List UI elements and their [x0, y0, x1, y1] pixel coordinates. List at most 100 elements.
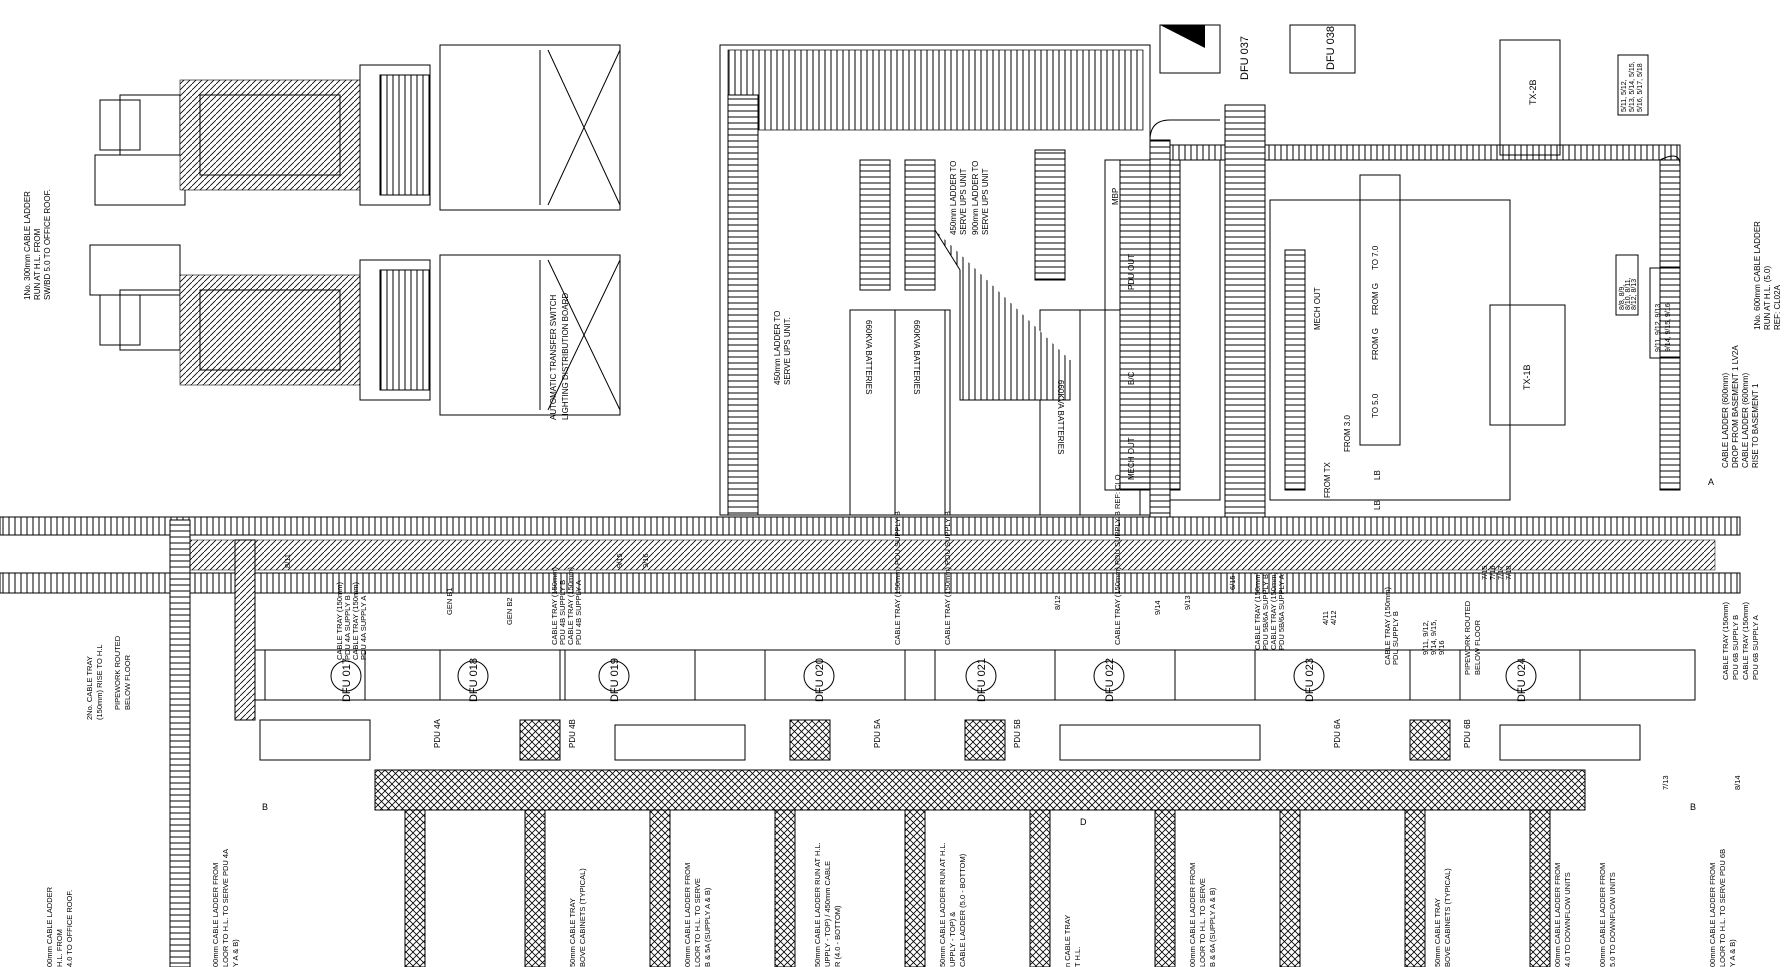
svg-text:00mm CABLE LADDER FROM: 00mm CABLE LADDER FROM [683, 863, 692, 967]
svg-text:50mm CABLE TRAY: 50mm CABLE TRAY [1433, 898, 1442, 967]
svg-text:5/13, 5/14, 5/15,: 5/13, 5/14, 5/15, [1629, 61, 1636, 112]
svg-text:7/16: 7/16 [1488, 565, 1497, 580]
svg-text:5/11, 5/12,: 5/11, 5/12, [1621, 79, 1628, 112]
svg-text:9/14: 9/14 [1153, 600, 1162, 615]
dfu-017-label: DFU 017 [341, 658, 353, 702]
svg-text:50mm CABLE LADDER RUN AT H.L.: 50mm CABLE LADDER RUN AT H.L. [938, 842, 947, 967]
svg-text:2No. CABLE TRAY: 2No. CABLE TRAY [85, 656, 94, 720]
svg-text:FROM TX: FROM TX [1323, 461, 1332, 498]
svg-text:PDU 4A: PDU 4A [433, 718, 442, 748]
svg-text:(150mm) RISE TO H.L: (150mm) RISE TO H.L [95, 644, 104, 720]
svg-text:5/16, 5/17, 5/18: 5/16, 5/17, 5/18 [1637, 63, 1644, 112]
svg-text:UPPLY - TOP) &: UPPLY - TOP) & [948, 912, 957, 967]
svg-text:PDU 4B: PDU 4B [568, 719, 577, 748]
svg-text:Y A & B): Y A & B) [1728, 939, 1737, 967]
svg-text:CABLE LADDER (600mm): CABLE LADDER (600mm) [1741, 373, 1750, 468]
svg-text:4/11: 4/11 [1321, 611, 1330, 625]
main-ladder-top [0, 516, 1741, 967]
battery-label: 660KVA BATTERIES [912, 320, 921, 394]
svg-text:LB: LB [1373, 500, 1382, 510]
svg-text:BOVE CABINETS (TYPICAL): BOVE CABINETS (TYPICAL) [1443, 868, 1452, 967]
svg-text:GEN B2: GEN B2 [505, 597, 514, 625]
svg-text:CABLE TRAY (150mm): CABLE TRAY (150mm) [335, 582, 344, 660]
svg-text:00mm CABLE LADDER FROM: 00mm CABLE LADDER FROM [1188, 863, 1197, 967]
svg-text:LB: LB [1373, 470, 1382, 480]
svg-text:00mm CABLE LADDER FROM: 00mm CABLE LADDER FROM [1598, 863, 1607, 967]
ref-tags: 8/11 9/15 9/16 8/12 9/14 9/13 6/15 4/11 … [283, 553, 1742, 790]
svg-text:7/13: 7/13 [1661, 775, 1670, 790]
dfu-038-box [1289, 24, 1356, 74]
svg-text:RUN AT H.L. FROM: RUN AT H.L. FROM [33, 228, 42, 300]
svg-text:PDU 5A: PDU 5A [873, 718, 882, 748]
svg-text:PDU 6B SUPPLY A: PDU 6B SUPPLY A [1751, 615, 1760, 680]
svg-text:BELOW FLOOR: BELOW FLOOR [123, 654, 132, 710]
room-labels: MBP PDU OUT B/C MECH OUT MECH OUT TO 7.0… [1111, 188, 1382, 510]
svg-text:PDU OUT: PDU OUT [1127, 254, 1136, 290]
svg-text:7/18: 7/18 [1504, 565, 1513, 580]
svg-text:9/11, 9/12,: 9/11, 9/12, [1421, 620, 1430, 655]
svg-text:PDU 4A SUPPLY A: PDU 4A SUPPLY A [359, 596, 368, 660]
svg-text:CABLE TRAY (150mm): CABLE TRAY (150mm) [1253, 572, 1262, 650]
pdu-row [259, 719, 1641, 761]
svg-text:BOVE CABINETS (TYPICAL): BOVE CABINETS (TYPICAL) [578, 868, 587, 967]
svg-text:PDU 5B: PDU 5B [1013, 719, 1022, 748]
cabinet-rows [374, 769, 1586, 967]
svg-text:A: A [1708, 477, 1714, 487]
ats-label: AUTOMATIC TRANSFER SWITCH [549, 294, 558, 420]
svg-text:00mm CABLE LADDER FROM: 00mm CABLE LADDER FROM [1708, 863, 1717, 967]
svg-text:9/14, 9/15, 9/16: 9/14, 9/15, 9/16 [1665, 303, 1672, 352]
svg-text:8/12: 8/12 [1053, 595, 1062, 610]
svg-text:CABLE TRAY (150mm): CABLE TRAY (150mm) [1741, 602, 1750, 680]
svg-text:9/13: 9/13 [1183, 595, 1192, 610]
svg-text:PDU 4B SUPPLY A: PDU 4B SUPPLY A [574, 580, 583, 645]
svg-text:PDU 4A SUPPLY B: PDU 4A SUPPLY B [343, 595, 352, 660]
tx-1b-label: TX-1B [1522, 364, 1532, 390]
svg-text:CABLE TRAY (150mm): CABLE TRAY (150mm) [566, 567, 575, 645]
generator-1 [94, 44, 621, 211]
svg-text:9/14, 9/15,: 9/14, 9/15, [1429, 620, 1438, 655]
svg-text:4/12: 4/12 [1329, 610, 1338, 625]
svg-text:9/16: 9/16 [641, 553, 650, 568]
svg-text:1No. 300mm CABLE LADDER: 1No. 300mm CABLE LADDER [23, 191, 32, 300]
svg-text:4.0 TO DOWNFLOW UNITS: 4.0 TO DOWNFLOW UNITS [1563, 872, 1572, 967]
tray-notes: CABLE TRAY (150mm) PDU 4A SUPPLY B CABLE… [85, 474, 1760, 720]
ladder-600-note: 1No. 600mm CABLE LADDER RUN AT H.L. (5.0… [1721, 221, 1782, 468]
svg-text:RISE TO BASEMENT 1: RISE TO BASEMENT 1 [1751, 383, 1760, 468]
svg-text:9/16: 9/16 [1437, 640, 1446, 655]
svg-text:7/17: 7/17 [1496, 565, 1505, 580]
svg-text:FROM G: FROM G [1371, 283, 1380, 315]
svg-text:CABLE TRAY (150mm) PDU SUPPLY: CABLE TRAY (150mm) PDU SUPPLY B [893, 511, 902, 645]
svg-text:LOOR TO H.L. TO SERVE: LOOR TO H.L. TO SERVE [693, 878, 702, 967]
svg-text:8/8, 8/9,: 8/8, 8/9, [1619, 285, 1626, 310]
svg-text:Y A & B): Y A & B) [231, 939, 240, 967]
svg-text:6/15: 6/15 [1228, 575, 1237, 590]
svg-text:PIPEWORK ROUTED: PIPEWORK ROUTED [113, 635, 122, 710]
svg-text:B: B [1690, 802, 1696, 812]
svg-text:T H.L.: T H.L. [1073, 947, 1082, 967]
svg-text:CABLE TRAY (150mm) PDU SUPPLY: CABLE TRAY (150mm) PDU SUPPLY B [943, 511, 952, 645]
section-markers: A B B D [262, 477, 1714, 827]
svg-text:B/C: B/C [1127, 371, 1136, 385]
svg-text:SERVE UPS UNIT: SERVE UPS UNIT [981, 168, 990, 235]
svg-text:50mm CABLE LADDER RUN AT H.L.: 50mm CABLE LADDER RUN AT H.L. [813, 842, 822, 967]
svg-text:00mm CABLE LADDER FROM: 00mm CABLE LADDER FROM [211, 863, 220, 967]
svg-text:PDU 6B SUPPLY B: PDU 6B SUPPLY B [1731, 615, 1740, 680]
svg-text:SERVE UPS UNIT: SERVE UPS UNIT [959, 168, 968, 235]
dfu-038-label: DFU 038 [1325, 26, 1337, 70]
svg-text:TO 7.0: TO 7.0 [1371, 245, 1380, 270]
svg-text:PDU SUPPLY B: PDU SUPPLY B [1391, 611, 1400, 665]
svg-text:8/11: 8/11 [283, 554, 292, 568]
svg-text:R (4.0 - BOTTOM): R (4.0 - BOTTOM) [833, 905, 842, 967]
svg-text:450mm LADDER TO: 450mm LADDER TO [949, 161, 958, 235]
ref-group-top: 5/11, 5/12, 5/13, 5/14, 5/15, 5/16, 5/17… [1615, 54, 1681, 359]
battery-label: 660KVA BATTERIES [1056, 380, 1065, 454]
svg-text:FROM G: FROM G [1371, 328, 1380, 360]
svg-text:B & 6A (SUPPLY A & B): B & 6A (SUPPLY A & B) [1208, 887, 1217, 967]
dfu-020-label: DFU 020 [814, 658, 826, 702]
svg-text:CABLE TRAY (150mm): CABLE TRAY (150mm) [550, 567, 559, 645]
svg-text:CABLE TRAY (150mm): CABLE TRAY (150mm) [351, 582, 360, 660]
ups-room [719, 44, 1181, 516]
svg-text:8/14: 8/14 [1733, 775, 1742, 790]
svg-text:00mm CABLE LADDER FROM: 00mm CABLE LADDER FROM [1553, 863, 1562, 967]
